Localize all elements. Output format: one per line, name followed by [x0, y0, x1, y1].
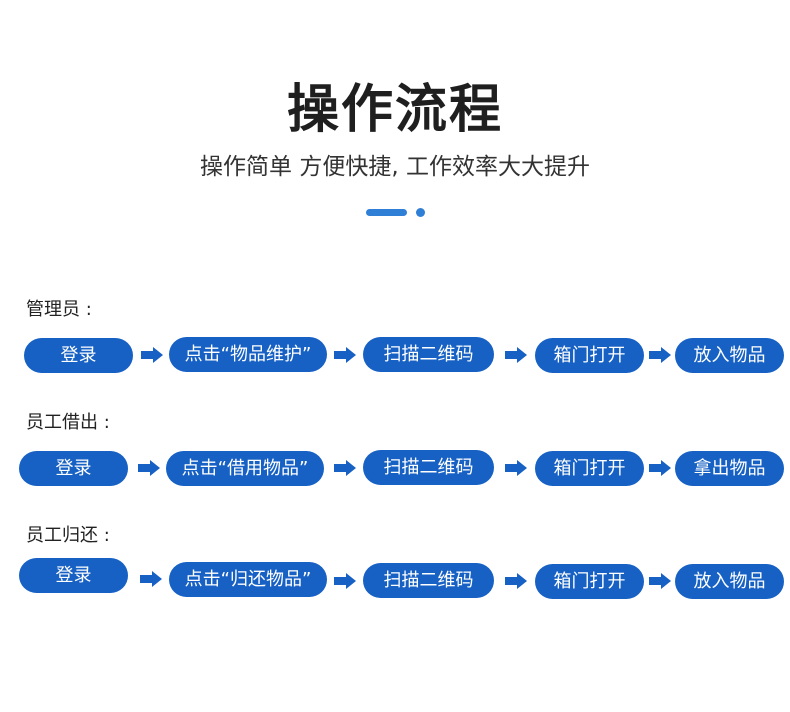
arrow-right-icon [140, 571, 162, 587]
step-final: 放入物品 [675, 564, 784, 599]
arrow-right-icon [505, 460, 527, 476]
step-login: 登录 [24, 338, 133, 373]
section-label-borrow: 员工借出 : [26, 412, 110, 433]
arrow-right-icon [141, 347, 163, 363]
step-login: 登录 [19, 558, 128, 593]
arrow-right-icon [505, 573, 527, 589]
step-login: 登录 [19, 451, 128, 486]
step-click: 点击“借用物品” [166, 451, 324, 486]
divider-dot [416, 208, 425, 217]
step-final: 放入物品 [675, 338, 784, 373]
step-door-open: 箱门打开 [535, 338, 644, 373]
arrow-right-icon [505, 347, 527, 363]
step-scan: 扫描二维码 [363, 563, 494, 598]
divider-bar [366, 209, 407, 216]
arrow-right-icon [334, 460, 356, 476]
page-subtitle: 操作简单 方便快捷, 工作效率大大提升 [200, 154, 590, 180]
step-door-open: 箱门打开 [535, 564, 644, 599]
step-click: 点击“归还物品” [169, 562, 327, 597]
arrow-right-icon [649, 573, 671, 589]
arrow-right-icon [334, 573, 356, 589]
step-click: 点击“物品维护” [169, 337, 327, 372]
arrow-right-icon [649, 347, 671, 363]
section-label-return: 员工归还 : [26, 525, 110, 546]
section-label-admin: 管理员 : [26, 299, 92, 320]
arrow-right-icon [649, 460, 671, 476]
arrow-right-icon [138, 460, 160, 476]
step-scan: 扫描二维码 [363, 337, 494, 372]
step-door-open: 箱门打开 [535, 451, 644, 486]
step-scan: 扫描二维码 [363, 450, 494, 485]
arrow-right-icon [334, 347, 356, 363]
step-final: 拿出物品 [675, 451, 784, 486]
page-title: 操作流程 [286, 80, 503, 140]
